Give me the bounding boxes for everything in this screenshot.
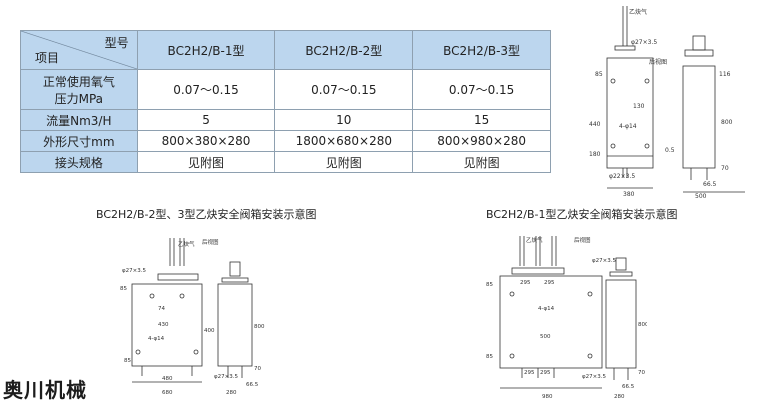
- model-header-1: BC2H2/B-1型: [136, 30, 276, 70]
- corner-label-item: 项目: [35, 51, 60, 65]
- holes-label: 4-φ14: [538, 306, 555, 312]
- row-label-size: 外形尺寸mm: [20, 130, 138, 152]
- table-row: 外形尺寸mm 800×380×280 1800×680×280 800×980×…: [20, 130, 551, 152]
- box-rear: [605, 279, 637, 369]
- spec-table: 型号 项目 BC2H2/B-1型 BC2H2/B-2型 BC2H2/B-3型 正…: [20, 30, 551, 173]
- svg-text:400: 400: [204, 328, 215, 334]
- svg-text:85: 85: [124, 358, 131, 364]
- svg-text:85: 85: [486, 354, 493, 360]
- box-rear: [682, 65, 716, 169]
- gas-label: 乙炔气: [526, 236, 543, 244]
- holes-label: 4-φ14: [619, 123, 637, 130]
- table-corner-cell: 型号 项目: [20, 30, 138, 70]
- box-rear: [217, 283, 253, 367]
- svg-text:70: 70: [254, 366, 261, 372]
- watermark-logo-text: 奥川机械: [3, 378, 87, 402]
- rear-view-label: 后视图: [202, 238, 219, 246]
- rear-view-label: 后视图: [649, 58, 667, 66]
- table-cell: 1800×680×280: [274, 130, 414, 152]
- table-header-row: 型号 项目 BC2H2/B-1型 BC2H2/B-2型 BC2H2/B-3型: [20, 30, 551, 70]
- svg-text:130: 130: [633, 103, 645, 110]
- table-cell: 见附图: [412, 151, 551, 173]
- svg-text:295: 295: [540, 370, 551, 376]
- table-cell: 15: [412, 109, 551, 131]
- svg-text:70: 70: [721, 165, 729, 172]
- box-front: [606, 57, 654, 169]
- svg-text:280: 280: [614, 394, 625, 400]
- svg-text:0.5: 0.5: [665, 147, 675, 154]
- svg-text:500: 500: [695, 193, 707, 198]
- pipe-top-label: φ27×3.5: [122, 268, 146, 274]
- box-front: [499, 275, 603, 369]
- pipe-top-label: φ27×3.5: [592, 258, 616, 264]
- svg-text:85: 85: [486, 282, 493, 288]
- svg-text:380: 380: [623, 191, 635, 198]
- row-label-flow: 流量Nm3/H: [20, 109, 138, 131]
- svg-text:85: 85: [595, 71, 603, 78]
- table-cell: 见附图: [136, 151, 276, 173]
- row-label-pressure: 正常使用氧气 压力MPa: [20, 69, 138, 110]
- table-row: 流量Nm3/H 5 10 15: [20, 109, 551, 131]
- model-header-2: BC2H2/B-2型: [274, 30, 414, 70]
- pipe-top-label: φ27×3.5: [631, 39, 657, 46]
- table-cell: 5: [136, 109, 276, 131]
- svg-text:116: 116: [719, 71, 731, 78]
- svg-text:66.5: 66.5: [703, 181, 717, 188]
- pipe-bottom-label: φ27×3.5: [214, 374, 238, 380]
- caption-b2-b3: BC2H2/B-2型、3型乙炔安全阀箱安装示意图: [96, 208, 317, 221]
- table-cell: 800×980×280: [412, 130, 551, 152]
- svg-text:85: 85: [120, 286, 127, 292]
- caption-b1: BC2H2/B-1型乙炔安全阀箱安装示意图: [486, 208, 678, 221]
- table-cell: 10: [274, 109, 414, 131]
- model-header-3: BC2H2/B-3型: [412, 30, 551, 70]
- drawing-b2-installation: 乙炔气 φ27×3.5 后视图 74 430 4-φ14 85 400 85 4…: [120, 238, 265, 396]
- svg-text:66.5: 66.5: [246, 382, 259, 388]
- rear-view-label: 后视图: [574, 236, 591, 244]
- holes-label: 4-φ14: [148, 336, 165, 342]
- svg-text:440: 440: [589, 121, 601, 128]
- table-cell: 0.07～0.15: [274, 69, 414, 110]
- table-cell: 0.07～0.15: [412, 69, 551, 110]
- table-cell: 见附图: [274, 151, 414, 173]
- svg-text:800: 800: [254, 324, 265, 330]
- table-row: 接头规格 见附图 见附图 见附图: [20, 151, 551, 173]
- svg-text:180: 180: [589, 151, 601, 158]
- svg-text:74: 74: [158, 306, 165, 312]
- svg-text:480: 480: [162, 376, 173, 382]
- corner-label-model: 型号: [104, 36, 129, 50]
- box-front: [131, 283, 203, 367]
- svg-text:800: 800: [638, 322, 647, 328]
- svg-text:500: 500: [540, 334, 551, 340]
- drawing-b3-installation: 乙炔气 后视图 φ27×3.5 85 295 295 4-φ14 500 85 …: [486, 236, 647, 400]
- svg-text:295: 295: [520, 280, 531, 286]
- svg-text:430: 430: [158, 322, 169, 328]
- svg-text:800: 800: [721, 119, 733, 126]
- table-row: 正常使用氧气 压力MPa 0.07～0.15 0.07～0.15 0.07～0.…: [20, 69, 551, 110]
- gas-label: 乙炔气: [629, 8, 647, 16]
- svg-text:66.5: 66.5: [622, 384, 635, 390]
- table-cell: 800×380×280: [136, 130, 276, 152]
- row-label-connector: 接头规格: [20, 151, 138, 173]
- table-cell: 0.07～0.15: [136, 69, 276, 110]
- svg-text:295: 295: [544, 280, 555, 286]
- drawing-b1-installation: 乙炔气 φ27×3.5 4-φ14 130 85 440 180 φ22×3.5…: [589, 6, 745, 198]
- svg-text:70: 70: [638, 370, 645, 376]
- gas-label: 乙炔气: [178, 240, 195, 248]
- pipe-bottom-label: φ27×3.5: [582, 374, 606, 380]
- svg-text:280: 280: [226, 390, 237, 396]
- pipe-bottom-label: φ22×3.5: [609, 173, 635, 180]
- svg-text:680: 680: [162, 390, 173, 396]
- svg-text:295: 295: [524, 370, 535, 376]
- svg-text:980: 980: [542, 394, 553, 400]
